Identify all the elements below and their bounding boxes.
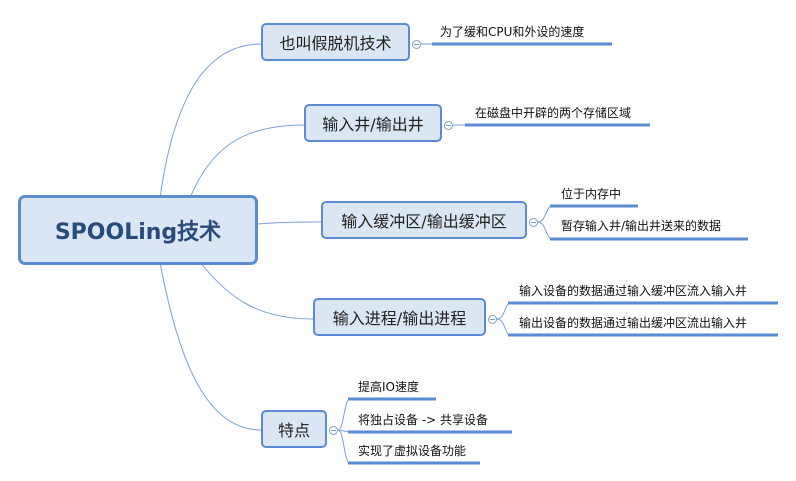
leaf-topic[interactable]: 为了缓和CPU和外设的速度 xyxy=(440,25,585,39)
leaf-topic[interactable]: 输出设备的数据通过输出缓冲区流出输入井 xyxy=(519,316,748,330)
connector-branch-4 xyxy=(199,261,314,320)
collapse-toggle-icon[interactable] xyxy=(412,40,421,49)
collapse-toggle-icon[interactable] xyxy=(329,426,338,435)
leaf-topic[interactable]: 暂存输入井/输出井送来的数据 xyxy=(561,219,722,233)
branch-topic[interactable]: 输入进程/输出进程 xyxy=(313,298,486,336)
root-topic[interactable]: SPOOLing技术 xyxy=(18,195,258,265)
leaf-topic[interactable]: 将独占设备 -> 共享设备 xyxy=(358,413,489,427)
collapse-toggle-icon[interactable] xyxy=(444,121,453,130)
leaf-topic[interactable]: 位于内存中 xyxy=(561,187,622,201)
leaf-topic[interactable]: 实现了虚拟设备功能 xyxy=(358,444,467,458)
leaf-topic[interactable]: 在磁盘中开辟的两个存储区域 xyxy=(475,106,632,120)
connector-branch-1 xyxy=(159,43,262,199)
collapse-toggle-icon[interactable] xyxy=(488,315,497,324)
connector-branch-3 xyxy=(257,221,322,225)
leaf-topic[interactable]: 提高IO速度 xyxy=(358,380,419,394)
leaf-topic[interactable]: 输入设备的数据通过输入缓冲区流入输入井 xyxy=(519,284,748,298)
collapse-toggle-icon[interactable] xyxy=(529,218,538,227)
connector-branch-2 xyxy=(189,124,305,199)
connector-branch-5 xyxy=(159,261,262,431)
branch-topic[interactable]: 输入井/输出井 xyxy=(304,104,442,142)
branch-topic[interactable]: 也叫假脱机技术 xyxy=(261,23,410,61)
branch-topic[interactable]: 输入缓冲区/输出缓冲区 xyxy=(321,201,527,239)
branch-topic[interactable]: 特点 xyxy=(261,410,327,448)
